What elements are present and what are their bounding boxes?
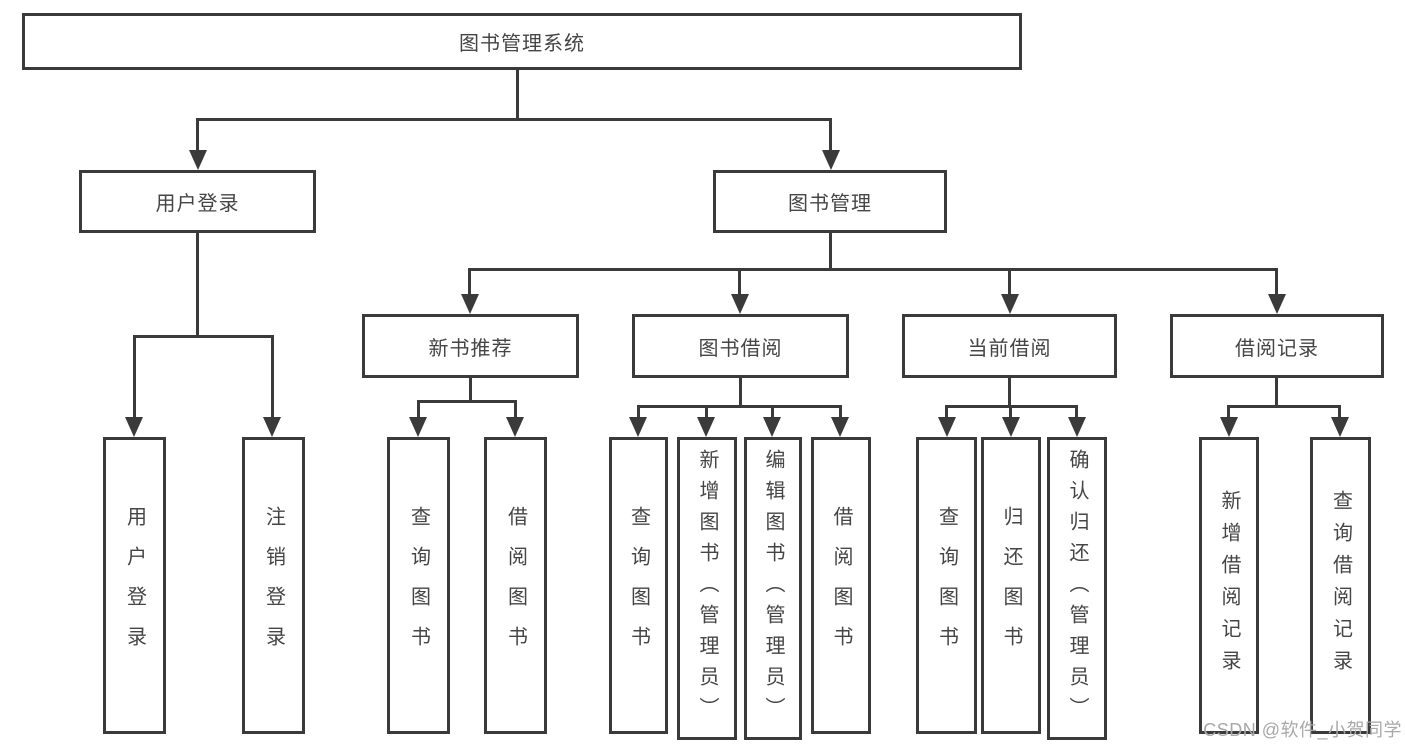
node-library-system: 图书管理系统 <box>22 13 1022 70</box>
arrow-down-icon <box>763 417 781 437</box>
arrow-down-icon <box>629 417 647 437</box>
node-label: 用户登录 <box>155 193 240 215</box>
arrow-down-icon <box>506 417 524 437</box>
arrow-down-icon <box>1268 294 1286 314</box>
leaf-borrow-book-recommend: 借阅图书 <box>484 437 547 734</box>
arrow-down-icon <box>938 417 956 437</box>
connector-line <box>705 405 708 417</box>
node-new-book-recommend: 新书推荐 <box>362 314 579 378</box>
arrow-down-icon <box>189 150 207 170</box>
connector-line <box>1227 405 1230 417</box>
arrow-down-icon <box>125 417 143 437</box>
csdn-watermark: CSDN @软件_小贺同学 <box>1203 720 1402 740</box>
node-label: 借阅记录 <box>1235 337 1319 360</box>
connector-line <box>1075 405 1078 417</box>
connector-line <box>637 405 640 417</box>
arrow-down-icon <box>731 294 749 314</box>
node-label: 当前借阅 <box>967 337 1052 360</box>
connector-line <box>1009 405 1012 417</box>
connector-line <box>637 405 842 408</box>
connector-line <box>468 268 471 294</box>
connector-line <box>468 268 1278 271</box>
node-label: 借阅图书 <box>830 505 852 666</box>
connector-line <box>196 118 199 150</box>
arrow-down-icon <box>697 417 715 437</box>
arrow-down-icon <box>1331 417 1349 437</box>
connector-line <box>738 268 741 294</box>
node-label: 用户登录 <box>123 505 146 666</box>
node-label: 借阅图书 <box>504 505 527 666</box>
connector-line <box>417 400 517 403</box>
node-current-borrow: 当前借阅 <box>902 314 1117 378</box>
node-label: 图书借阅 <box>698 337 783 360</box>
leaf-query-book-borrow: 查询图书 <box>609 437 668 734</box>
leaf-user-login: 用户登录 <box>103 437 166 734</box>
arrow-down-icon <box>831 417 849 437</box>
connector-line <box>271 335 274 417</box>
node-label: 查询借阅记录 <box>1329 489 1352 682</box>
connector-line <box>469 378 472 400</box>
arrow-down-icon <box>1002 417 1020 437</box>
leaf-query-book-recommend: 查询图书 <box>387 437 450 734</box>
connector-line <box>1008 378 1011 405</box>
connector-line <box>1275 268 1278 294</box>
node-book-borrow: 图书借阅 <box>632 314 849 378</box>
leaf-logout: 注销登录 <box>242 437 305 734</box>
leaf-return-book: 归还图书 <box>981 437 1041 734</box>
arrow-down-icon <box>409 417 427 437</box>
node-label: 确认归还（管理员） <box>1066 449 1088 728</box>
node-label: 新增借阅记录 <box>1218 489 1240 682</box>
arrow-down-icon <box>822 150 840 170</box>
connector-line <box>417 400 420 417</box>
connector-line <box>196 233 199 335</box>
connector-line <box>133 335 136 417</box>
leaf-edit-book-admin: 编辑图书（管理员） <box>744 437 802 740</box>
leaf-confirm-return-admin: 确认归还（管理员） <box>1047 437 1107 740</box>
connector-line <box>829 233 832 268</box>
leaf-query-borrow-record: 查询借阅记录 <box>1310 437 1371 734</box>
connector-line <box>514 400 517 417</box>
arrow-down-icon <box>1068 417 1086 437</box>
connector-line <box>1275 378 1278 405</box>
node-label: 查询图书 <box>627 505 650 666</box>
node-label: 新增图书（管理员） <box>696 449 718 728</box>
node-borrow-record: 借阅记录 <box>1170 314 1384 378</box>
connector-line <box>133 335 274 338</box>
arrow-down-icon <box>263 417 281 437</box>
node-label: 查询图书 <box>935 505 958 666</box>
arrow-down-icon <box>1001 294 1019 314</box>
node-label: 注销登录 <box>262 505 285 666</box>
connector-line <box>196 118 832 121</box>
leaf-add-borrow-record: 新增借阅记录 <box>1199 437 1259 734</box>
leaf-borrow-book: 借阅图书 <box>811 437 871 734</box>
connector-line <box>829 118 832 150</box>
connector-line <box>771 405 774 417</box>
connector-line <box>1338 405 1341 417</box>
arrow-down-icon <box>461 294 479 314</box>
node-label: 图书管理 <box>788 193 872 215</box>
node-book-management: 图书管理 <box>713 170 947 233</box>
connector-line <box>516 70 519 118</box>
leaf-query-book-current: 查询图书 <box>916 437 977 734</box>
connector-line <box>739 378 742 405</box>
node-user-login: 用户登录 <box>79 170 316 233</box>
connector-line <box>1008 268 1011 294</box>
node-label: 图书管理系统 <box>459 33 585 55</box>
node-label: 归还图书 <box>1000 505 1022 666</box>
leaf-add-book-admin: 新增图书（管理员） <box>677 437 737 740</box>
node-label: 新书推荐 <box>428 337 513 360</box>
connector-line <box>839 405 842 417</box>
node-label: 编辑图书（管理员） <box>762 449 784 728</box>
connector-line <box>945 405 948 417</box>
node-label: 查询图书 <box>407 505 430 666</box>
arrow-down-icon <box>1220 417 1238 437</box>
connector-line <box>1227 405 1341 408</box>
